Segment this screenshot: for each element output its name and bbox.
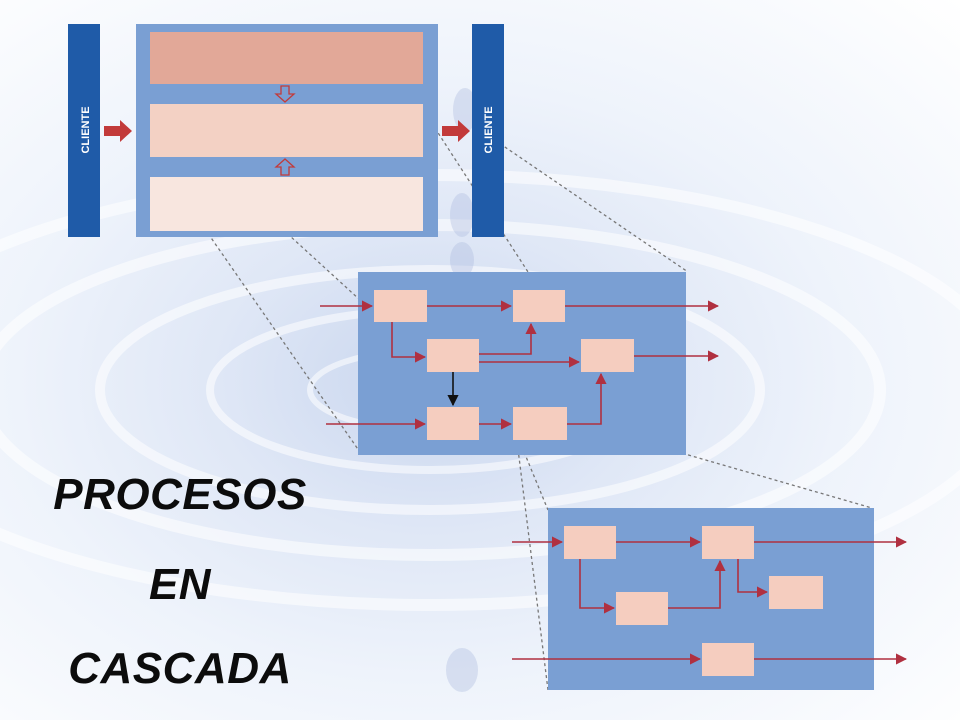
process-boxes-level-2 [374,290,634,440]
client-out-arrow-icon [442,120,470,142]
layer-middle [150,104,423,157]
process-boxes-level-3 [564,526,823,676]
client-in-arrow-icon [104,120,132,142]
down-arrow-icon [274,85,296,103]
flow-arrows-level-3 [512,536,908,665]
flow-arrows-level-2 [320,300,720,430]
client-label-right: CLIENTE [483,106,495,153]
title-line-procesos: PROCESOS [53,470,307,519]
layer-top [150,32,423,84]
layer-bottom [150,177,423,231]
client-bar-left [68,24,100,237]
title-line-en: EN [148,560,212,609]
up-arrow-icon [274,158,296,176]
title-line-cascada: CASCADA [68,644,292,693]
client-label-left: CLIENTE [80,106,92,153]
client-bar-right [472,24,504,237]
